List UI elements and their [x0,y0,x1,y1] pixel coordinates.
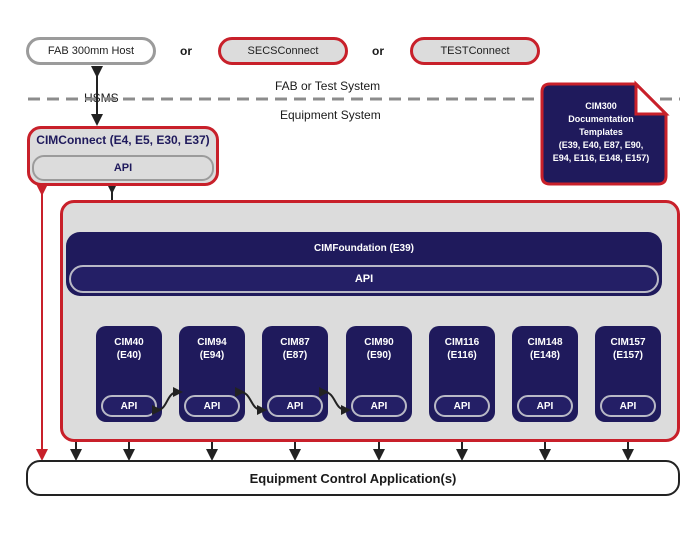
module-name: CIM157 (E157) [610,337,646,361]
module-cim116: CIM116 (E116) API [429,326,495,422]
module-api-label: API [120,400,138,412]
cimconnect-api-label: API [113,162,133,174]
documentation-templates-text: CIM300 Documentation Templates (E39, E40… [552,101,650,163]
equipment-control-app-box: Equipment Control Application(s) [26,460,680,496]
or-text-2: or [372,44,384,58]
cimconnect-box: CIMConnect (E4, E5, E30, E37) API [27,126,219,186]
fab-host-label: FAB 300mm Host [47,45,135,57]
module-api-label: API [370,400,388,412]
secsconnect-label: SECSConnect [247,45,319,57]
module-api: API [351,395,407,417]
module-api: API [434,395,490,417]
module-name: CIM116 (E116) [444,337,480,361]
module-api-label: API [536,400,554,412]
module-name: CIM40 (E40) [114,337,144,361]
module-name: CIM94 (E94) [197,337,227,361]
module-api-label: API [619,400,637,412]
module-api-label: API [203,400,221,412]
testconnect-box: TESTConnect [410,37,540,65]
cimconnect-api: API [32,155,214,181]
module-api: API [517,395,573,417]
cimfoundation-box: CIMFoundation (E39) API [66,232,662,296]
module-api: API [600,395,656,417]
module-api: API [184,395,240,417]
module-name: CIM148 (E148) [527,337,563,361]
secsconnect-box: SECSConnect [218,37,348,65]
module-cim157: CIM157 (E157) API [595,326,661,422]
module-cim40: CIM40 (E40) API [96,326,162,422]
cimfoundation-api-label: API [354,273,374,285]
module-api-label: API [453,400,471,412]
testconnect-label: TESTConnect [440,45,510,57]
cimfoundation-api: API [69,265,659,293]
module-cim148: CIM148 (E148) API [512,326,578,422]
fab-host-box: FAB 300mm Host [26,37,156,65]
equipment-control-app-label: Equipment Control Application(s) [249,470,457,486]
module-cim94: CIM94 (E94) API [179,326,245,422]
cimconnect-title: CIMConnect (E4, E5, E30, E37) [36,133,210,147]
cimfoundation-title: CIMFoundation (E39) [314,243,414,254]
module-api: API [101,395,157,417]
module-name: CIM90 (E90) [364,337,394,361]
module-api: API [267,395,323,417]
documentation-templates-icon [540,80,670,186]
module-cim90: CIM90 (E90) API [346,326,412,422]
or-text-1: or [180,44,192,58]
module-name: CIM87 (E87) [280,337,310,361]
module-api-label: API [286,400,304,412]
equipment-system-label: Equipment System [280,108,381,122]
fab-system-label: FAB or Test System [275,79,381,93]
module-cim87: CIM87 (E87) API [262,326,328,422]
